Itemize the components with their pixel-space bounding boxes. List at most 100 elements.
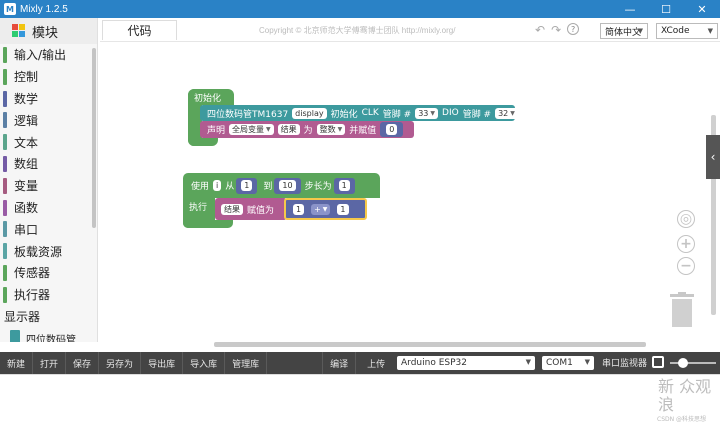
zoom-in-icon[interactable]: + (677, 235, 695, 253)
set-variable-block[interactable]: 结果 赋值为 (215, 198, 287, 220)
serial-monitor-button[interactable]: 串口监视器 (602, 359, 648, 369)
category-color-bar (3, 155, 7, 172)
slider-handle[interactable] (678, 358, 688, 368)
declare-value[interactable]: 0 (386, 124, 398, 135)
sidebar-item-label: 逻辑 (14, 113, 39, 128)
op-left-value[interactable]: 1 (293, 203, 305, 215)
number-block[interactable]: 10 (274, 177, 301, 194)
number-block[interactable]: 1 (236, 177, 258, 194)
help-icon[interactable]: ? (567, 23, 580, 35)
for-end-value[interactable]: 10 (279, 180, 296, 191)
close-icon[interactable]: ✕ (697, 2, 707, 16)
tm1637-init-block[interactable]: 四位数码管TM1637 display 初始化 CLK 管脚 # 33▼ DIO… (200, 105, 518, 121)
workspace-vertical-scrollbar[interactable] (711, 115, 716, 315)
for-loop-block[interactable]: 使用 i 从 1 到 10 步长为 1 (183, 173, 380, 198)
window-controls: — ☐ ✕ (612, 0, 720, 18)
workspace-horizontal-scrollbar[interactable] (214, 342, 646, 347)
operator-dropdown[interactable]: +▼ (311, 203, 331, 215)
variable-name-field[interactable]: 结果 (277, 124, 300, 135)
tab-code[interactable]: 代码 (102, 20, 177, 40)
loop-variable-field[interactable]: i (213, 180, 222, 191)
watermark-line1: 新 众观 (658, 377, 712, 396)
chevron-down-icon: ▼ (337, 126, 343, 133)
sidebar-item[interactable]: 显示器 (0, 306, 97, 328)
declare-variable-block[interactable]: 声明 全局变量▼ 结果 为 整数▼ 并赋值 0 (200, 121, 414, 138)
block-category-sidebar: 模块 输入/输出控制数学逻辑文本数组变量函数串口板载资源传感器执行器显示器四位数… (0, 18, 98, 342)
block-workspace[interactable]: 初始化 四位数码管TM1637 display 初始化 CLK 管脚 # 33▼… (100, 42, 720, 342)
trash-icon[interactable] (669, 292, 695, 331)
for-step-value[interactable]: 1 (338, 180, 350, 191)
header-divider (100, 41, 720, 42)
for-start-value[interactable]: 1 (241, 180, 253, 191)
port-select[interactable]: COM1 ▼ (542, 356, 594, 370)
category-color-bar (3, 221, 7, 238)
recenter-icon[interactable]: ◎ (677, 210, 695, 228)
sidebar-item[interactable]: 数组 (0, 153, 97, 175)
chevron-down-icon: ▼ (322, 205, 328, 213)
dio-pin-dropdown[interactable]: 32▼ (495, 107, 518, 119)
chevron-down-icon: ▼ (707, 27, 713, 35)
number-block[interactable]: 1 (333, 202, 353, 216)
sidebar-item[interactable]: 四位数码管 (0, 327, 97, 342)
sidebar-item[interactable]: 执行器 (0, 284, 97, 306)
init-label: 初始化 (194, 93, 222, 104)
sidebar-item-label: 四位数码管 (26, 334, 76, 342)
output-panel (0, 374, 720, 425)
dio-label: DIO (442, 108, 459, 118)
toolbar-button[interactable]: 导出库 (141, 352, 184, 374)
set-variable-field[interactable]: 结果 (221, 203, 243, 215)
maximize-icon[interactable]: ☐ (661, 2, 671, 16)
init-block[interactable]: 初始化 (188, 89, 234, 105)
toolbar-button[interactable]: 导入库 (183, 352, 226, 374)
toolbar-button[interactable]: 管理库 (225, 352, 268, 374)
category-color-bar (3, 264, 7, 281)
toolbar-button[interactable]: 打开 (33, 352, 67, 374)
toolbar-button[interactable]: 保存 (66, 352, 100, 374)
zoom-out-icon[interactable]: − (677, 257, 695, 275)
arithmetic-block[interactable]: 1 +▼ 1 (284, 198, 367, 220)
tm1637-init-label: 初始化 (330, 109, 358, 120)
language-select[interactable]: 简体中文 ▼ (600, 23, 648, 39)
collapse-panel-toggle[interactable]: ‹ (706, 135, 720, 179)
dio-pin-value: 32 (498, 108, 509, 118)
op-right-value[interactable]: 1 (337, 203, 349, 215)
init-block-foot (188, 138, 218, 146)
watermark-credit: CSDN @科技思想 (657, 416, 707, 423)
puzzle-icon (12, 24, 26, 38)
sidebar-item[interactable]: 文本 (0, 131, 97, 153)
sidebar-item[interactable]: 逻辑 (0, 109, 97, 131)
board-select[interactable]: Arduino ESP32 ▼ (397, 356, 535, 370)
minimize-icon[interactable]: — (624, 2, 636, 16)
sidebar-item[interactable]: 函数 (0, 197, 97, 219)
sidebar-item[interactable]: 控制 (0, 66, 97, 88)
sidebar-item[interactable]: 变量 (0, 175, 97, 197)
type-dropdown[interactable]: 整数▼ (316, 124, 346, 135)
upload-button[interactable]: 上传 (367, 359, 386, 370)
clk-pin-dropdown[interactable]: 33▼ (415, 107, 439, 119)
tm1637-name-field[interactable]: display (292, 107, 327, 119)
sidebar-item[interactable]: 输入/输出 (0, 44, 97, 66)
editor-select[interactable]: XCode ▼ (656, 23, 718, 39)
zoom-slider[interactable] (670, 358, 716, 368)
sidebar-item[interactable]: 数学 (0, 88, 97, 110)
scope-dropdown[interactable]: 全局变量▼ (229, 124, 274, 135)
redo-icon[interactable]: ↷ (551, 23, 562, 37)
sidebar-scrollbar[interactable] (92, 48, 96, 228)
number-block[interactable]: 1 (289, 202, 309, 216)
number-block[interactable]: 1 (333, 177, 355, 194)
category-color-bar (3, 90, 7, 107)
chevron-down-icon: ▼ (584, 358, 590, 366)
undo-icon[interactable]: ↶ (535, 23, 546, 37)
compile-button[interactable]: 编译 (322, 352, 357, 374)
number-block[interactable]: 0 (380, 122, 404, 137)
sidebar-item-label: 数组 (14, 157, 39, 172)
sidebar-item[interactable]: 板载资源 (0, 240, 97, 262)
sidebar-item[interactable]: 传感器 (0, 262, 97, 284)
sidebar-item[interactable]: 串口 (0, 218, 97, 240)
clk-pin-value: 33 (418, 108, 429, 118)
chip-icon[interactable] (652, 356, 664, 368)
toolbar-button[interactable]: 另存为 (99, 352, 142, 374)
chevron-down-icon: ▼ (266, 126, 271, 133)
title-bar: M Mixly 1.2.5 — ☐ ✕ (0, 0, 720, 18)
toolbar-button[interactable]: 新建 (0, 352, 34, 374)
